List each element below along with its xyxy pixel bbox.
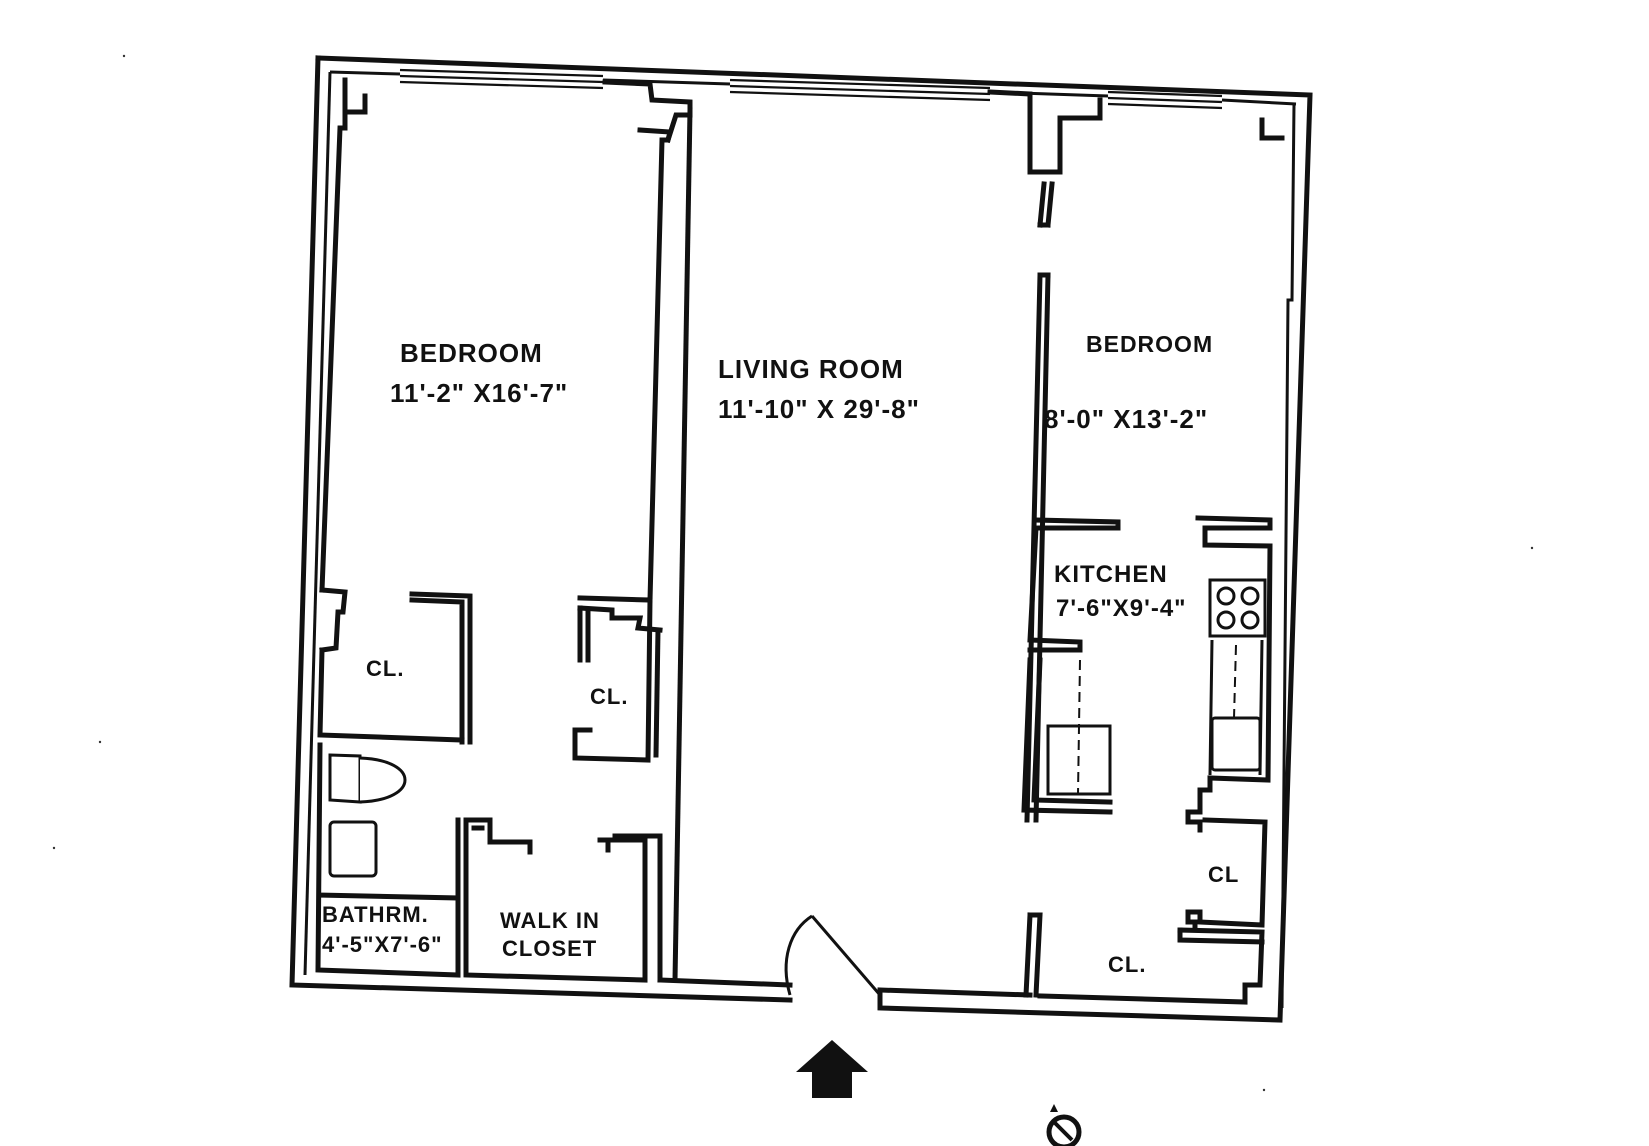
kitchen-dims: 7'-6"X9'-4" [1056, 595, 1187, 622]
closet-label: CL. [1108, 952, 1146, 977]
kitchen-name: KITCHEN [1054, 561, 1168, 588]
walk-in-closet-line-1: WALK IN [500, 908, 600, 933]
bathroom-name: BATHRM. [322, 902, 429, 927]
living-room-dims: 11'-10" X 29'-8" [718, 394, 920, 424]
entry-door [657, 914, 1033, 998]
bathroom-walls [315, 742, 663, 983]
walk-in-closet-line-2: CLOSET [502, 936, 597, 961]
kitchen-walls [1021, 515, 1273, 815]
living-room-name: LIVING ROOM [718, 354, 904, 384]
windows [399, 68, 1223, 110]
sink [1210, 716, 1262, 772]
bedroom-2-dims: 8'-0" X13'-2" [1044, 404, 1208, 434]
living-room-walls [672, 107, 1055, 983]
bedroom-1-name: BEDROOM [400, 338, 543, 368]
print-specks [52, 54, 1534, 1092]
toilet [328, 753, 407, 804]
bedroom-2-name: BEDROOM [1086, 331, 1213, 357]
north-compass-icon [1046, 1104, 1082, 1146]
refrigerator [1046, 659, 1112, 796]
stove [1208, 578, 1267, 638]
right-closets [1023, 787, 1268, 1005]
left-closets [317, 591, 663, 763]
bathtub [328, 820, 378, 878]
wall-piers [342, 77, 1285, 175]
room-labels: BEDROOM 11'-2" X16'-7" LIVING ROOM 11'-1… [322, 331, 1239, 977]
entry-arrow-icon [796, 1040, 868, 1098]
bedroom-1-dims: 11'-2" X16'-7" [390, 378, 568, 408]
left-bedroom-walls [319, 107, 693, 653]
closet-label: CL [1208, 862, 1239, 887]
exterior-walls [289, 55, 1313, 1023]
counter [1208, 639, 1264, 776]
bathroom-dims: 4'-5"X7'-6" [322, 932, 443, 957]
closet-label: CL. [366, 656, 404, 681]
closet-label: CL. [590, 684, 628, 709]
